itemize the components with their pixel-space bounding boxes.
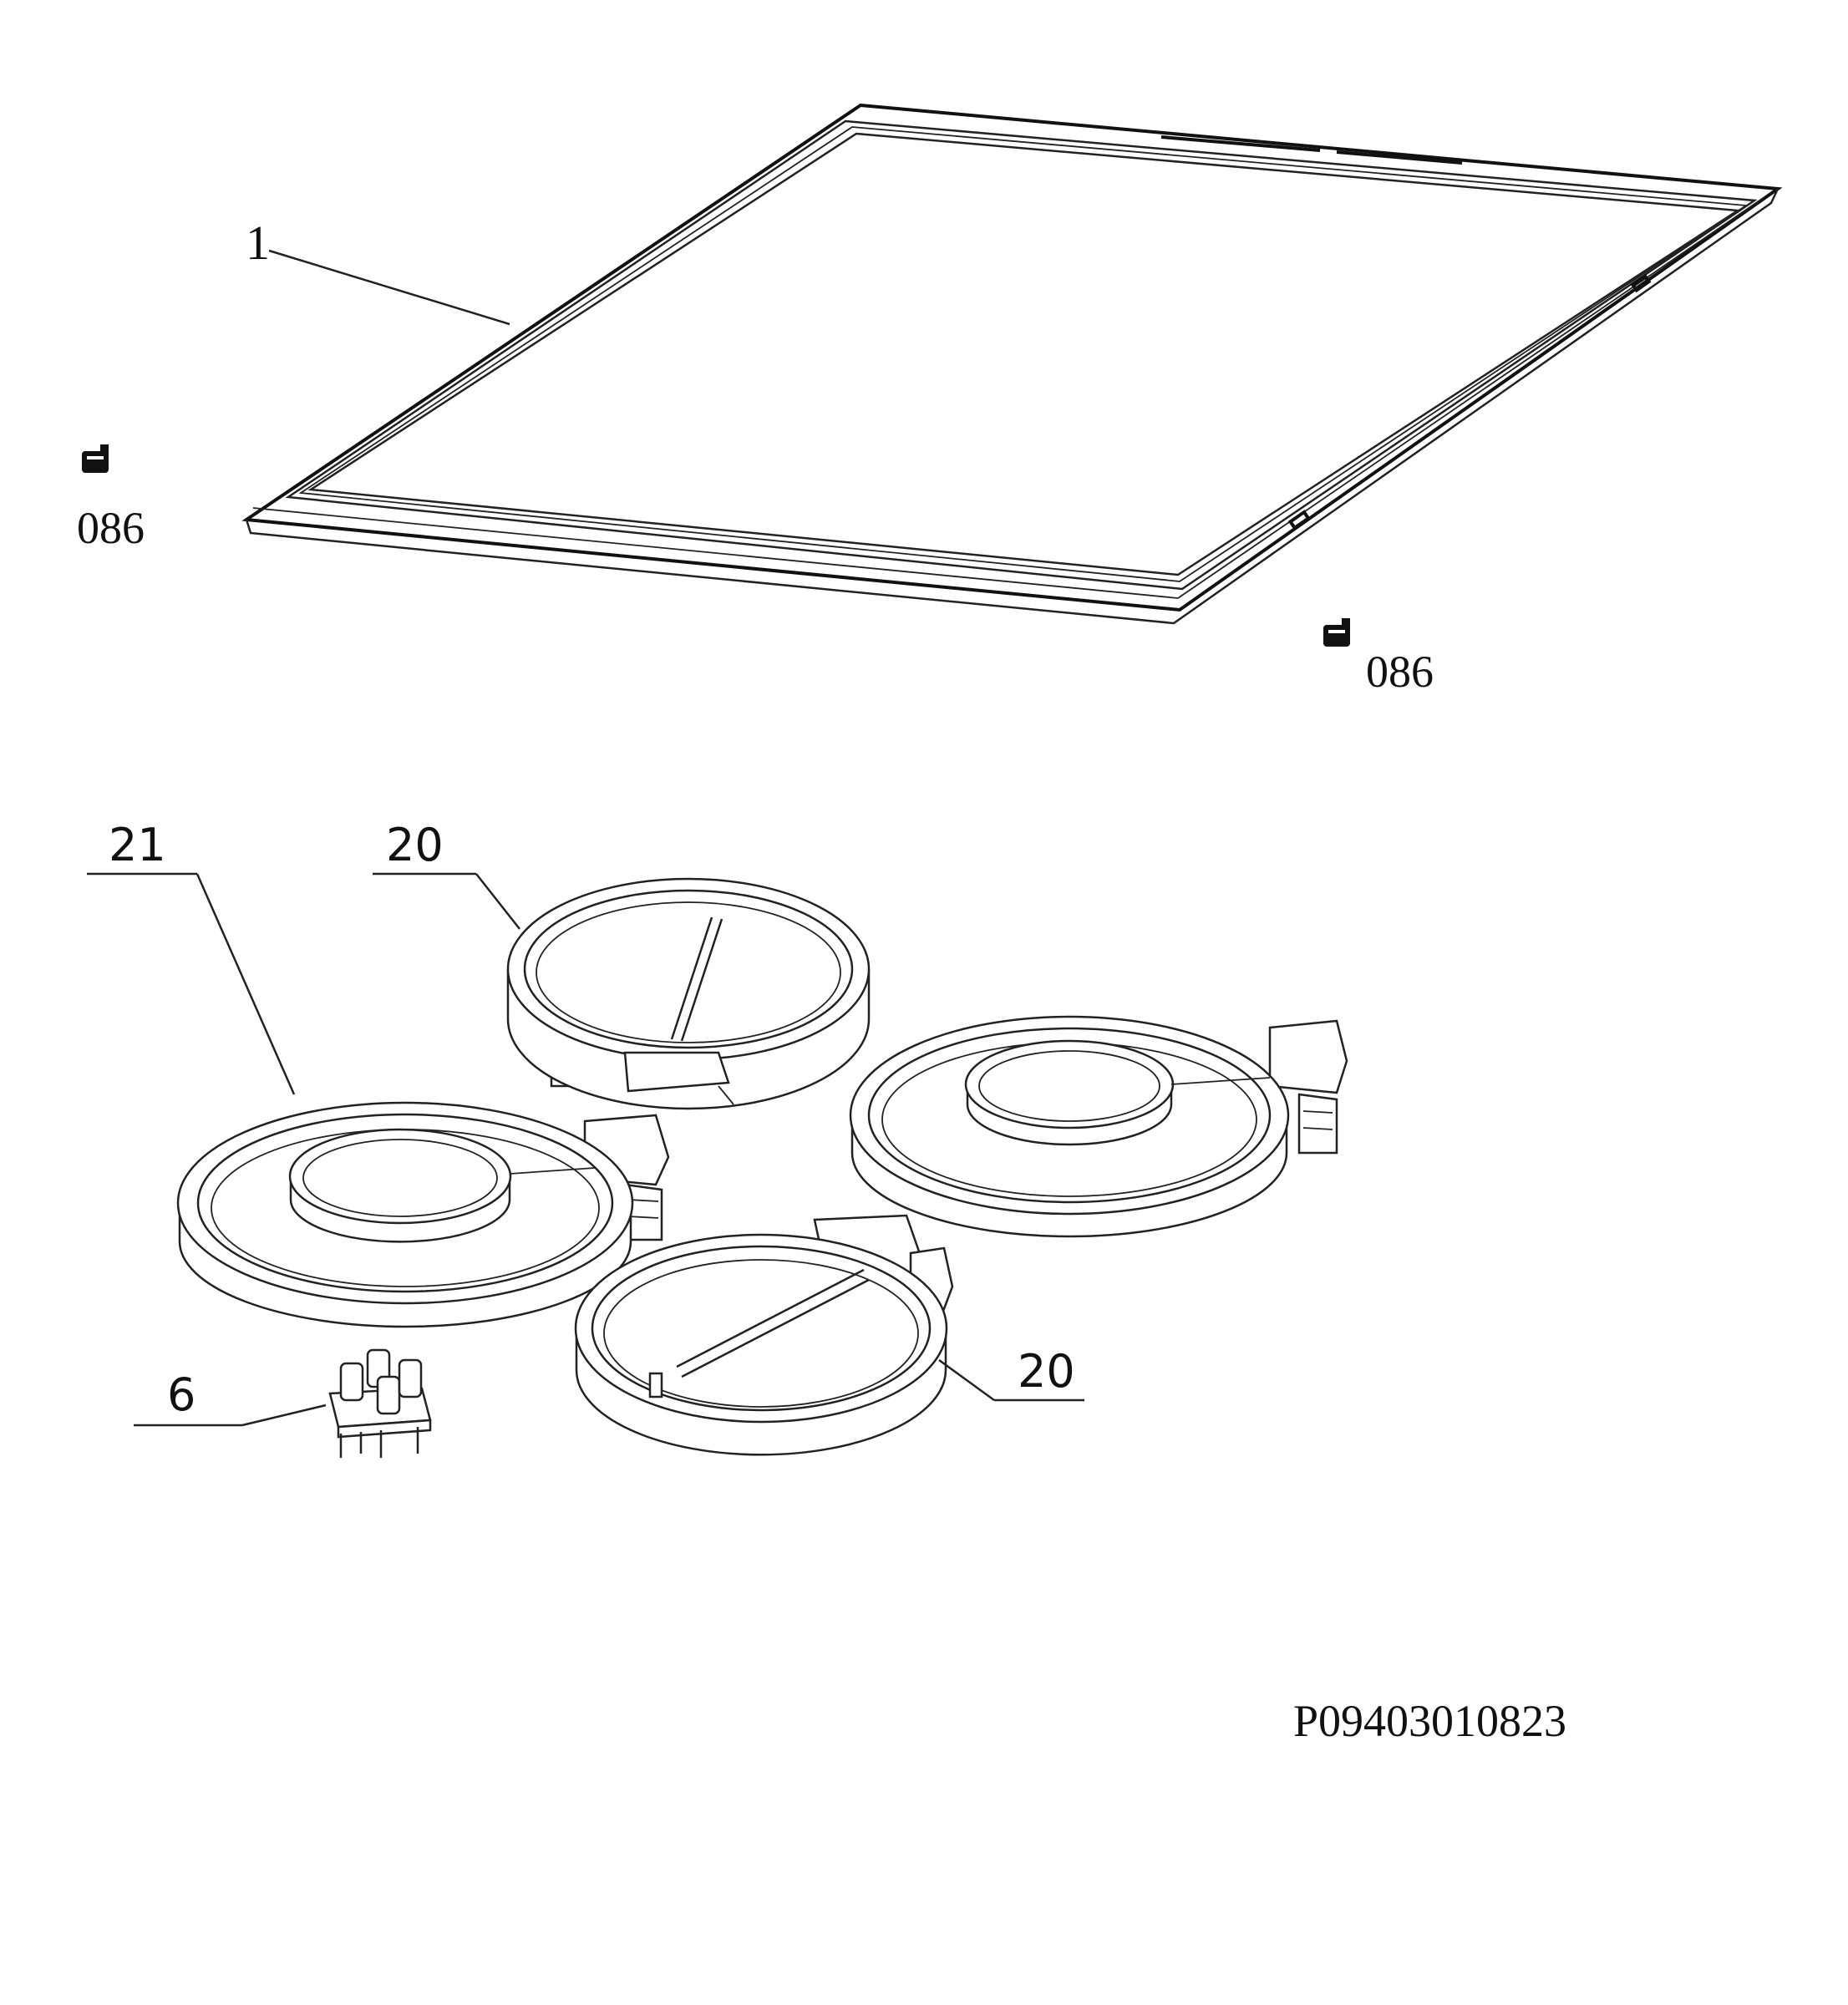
leader-small-zone-rear: [475, 873, 520, 930]
service-code-left: 086: [77, 503, 145, 553]
leader-terminal-block: [241, 1404, 327, 1427]
terminal-block: [328, 1348, 432, 1458]
label-small-zone-rear: 20: [386, 819, 444, 871]
heating-element-right-dual: [849, 1015, 1348, 1238]
hob-glass-panel: [241, 103, 1783, 625]
label-terminal-block: 6: [167, 1368, 195, 1421]
label-small-zone-front: 20: [1018, 1345, 1075, 1398]
heating-element-left-dual: [176, 1101, 670, 1328]
label-hob-glass: 1: [246, 216, 270, 270]
service-icon: [82, 444, 109, 473]
service-code-right: 086: [1366, 647, 1434, 697]
heating-element-front-small: [574, 1214, 954, 1456]
leader-large-zone: [195, 873, 296, 1095]
drawing-code: P09403010823: [1293, 1696, 1566, 1746]
leader-small-zone-front: [938, 1358, 995, 1402]
label-large-zone: 21: [109, 819, 166, 871]
service-icon: [1323, 618, 1350, 647]
leader-hob-glass: [268, 249, 510, 326]
heating-element-rear-small: [506, 877, 871, 1110]
